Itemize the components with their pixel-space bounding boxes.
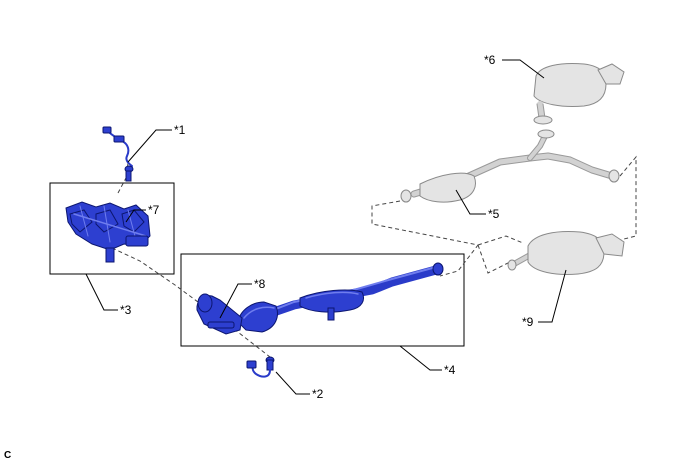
callout-5: *5 — [488, 207, 500, 221]
heated-oxygen-sensor — [246, 356, 275, 378]
exhaust-tail-pipe — [533, 63, 625, 125]
callout-6: *6 — [484, 53, 496, 67]
callout-3: *3 — [120, 303, 132, 317]
front-exhaust-pipe-frame — [180, 253, 465, 347]
callout-2: *2 — [312, 387, 324, 401]
callout-labels: *1 *2 *3 *4 *5 *6 *7 *8 *9 C — [4, 53, 534, 461]
callout-7: *7 — [148, 203, 160, 217]
callout-1: *1 — [174, 123, 186, 137]
callout-9: *9 — [522, 315, 534, 329]
air-fuel-ratio-sensor — [102, 126, 134, 182]
exhaust-manifold-frame — [49, 182, 175, 275]
front-exhaust-pipe — [196, 262, 444, 335]
center-exhaust-pipe — [400, 129, 620, 203]
callout-8: *8 — [254, 277, 266, 291]
exhaust-manifold — [65, 201, 151, 263]
relation-lines — [111, 155, 637, 358]
callout-4: *4 — [444, 363, 456, 377]
exhaust-tail-pipe-lower — [507, 231, 625, 275]
corner-code: C — [4, 450, 11, 461]
leader-lines — [85, 59, 567, 395]
